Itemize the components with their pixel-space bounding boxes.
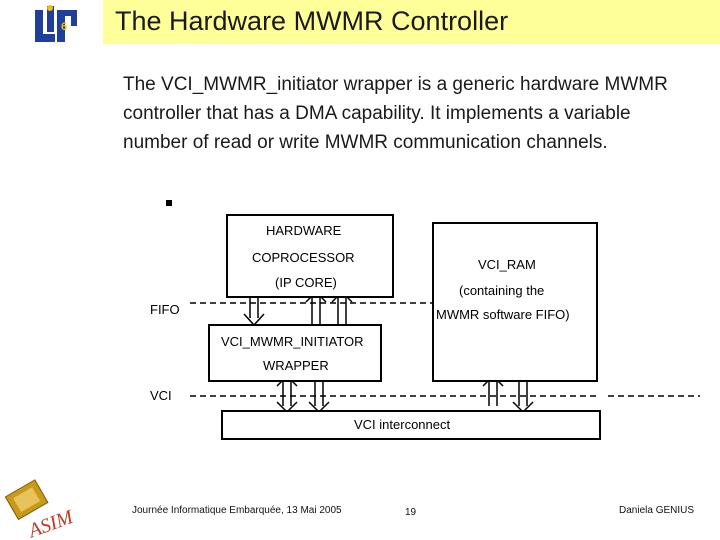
title-bar [103,0,720,44]
vci-ram-box [432,222,598,382]
footer-page-number: 19 [405,507,417,518]
footer-event: Journée Informatique Embarquée, 13 Mai 2… [132,505,342,516]
ram-label-3: MWMR software FIFO) [436,307,570,322]
bullet-marker [166,200,172,206]
coprocessor-label-1: HARDWARE [266,223,342,238]
footer-author: Daniela GENIUS [619,505,695,516]
vci-interconnect-box [221,410,601,440]
slide-body-text: The VCI_MWMR_initiator wrapper is a gene… [123,74,668,153]
fifo-label: FIFO [150,302,180,317]
wrapper-label-1: VCI_MWMR_INITIATOR [221,334,364,349]
coprocessor-label-3: (IP CORE) [275,275,337,290]
ram-label-2: (containing the [459,283,545,298]
slide-title: The Hardware MWMR Controller [115,6,509,36]
svg-text:6: 6 [61,21,67,33]
lip6-logo: 6 [35,5,77,42]
asim-logo: ASIM [4,479,77,540]
hardware-coprocessor-box [226,214,394,298]
vci-mwmr-initiator-wrapper-box [208,324,382,382]
interconnect-label: VCI interconnect [354,417,451,432]
wrapper-label-2: WRAPPER [263,358,329,373]
vci-label: VCI [150,388,172,403]
ram-label-1: VCI_RAM [478,257,536,272]
coprocessor-label-2: COPROCESSOR [252,250,355,265]
